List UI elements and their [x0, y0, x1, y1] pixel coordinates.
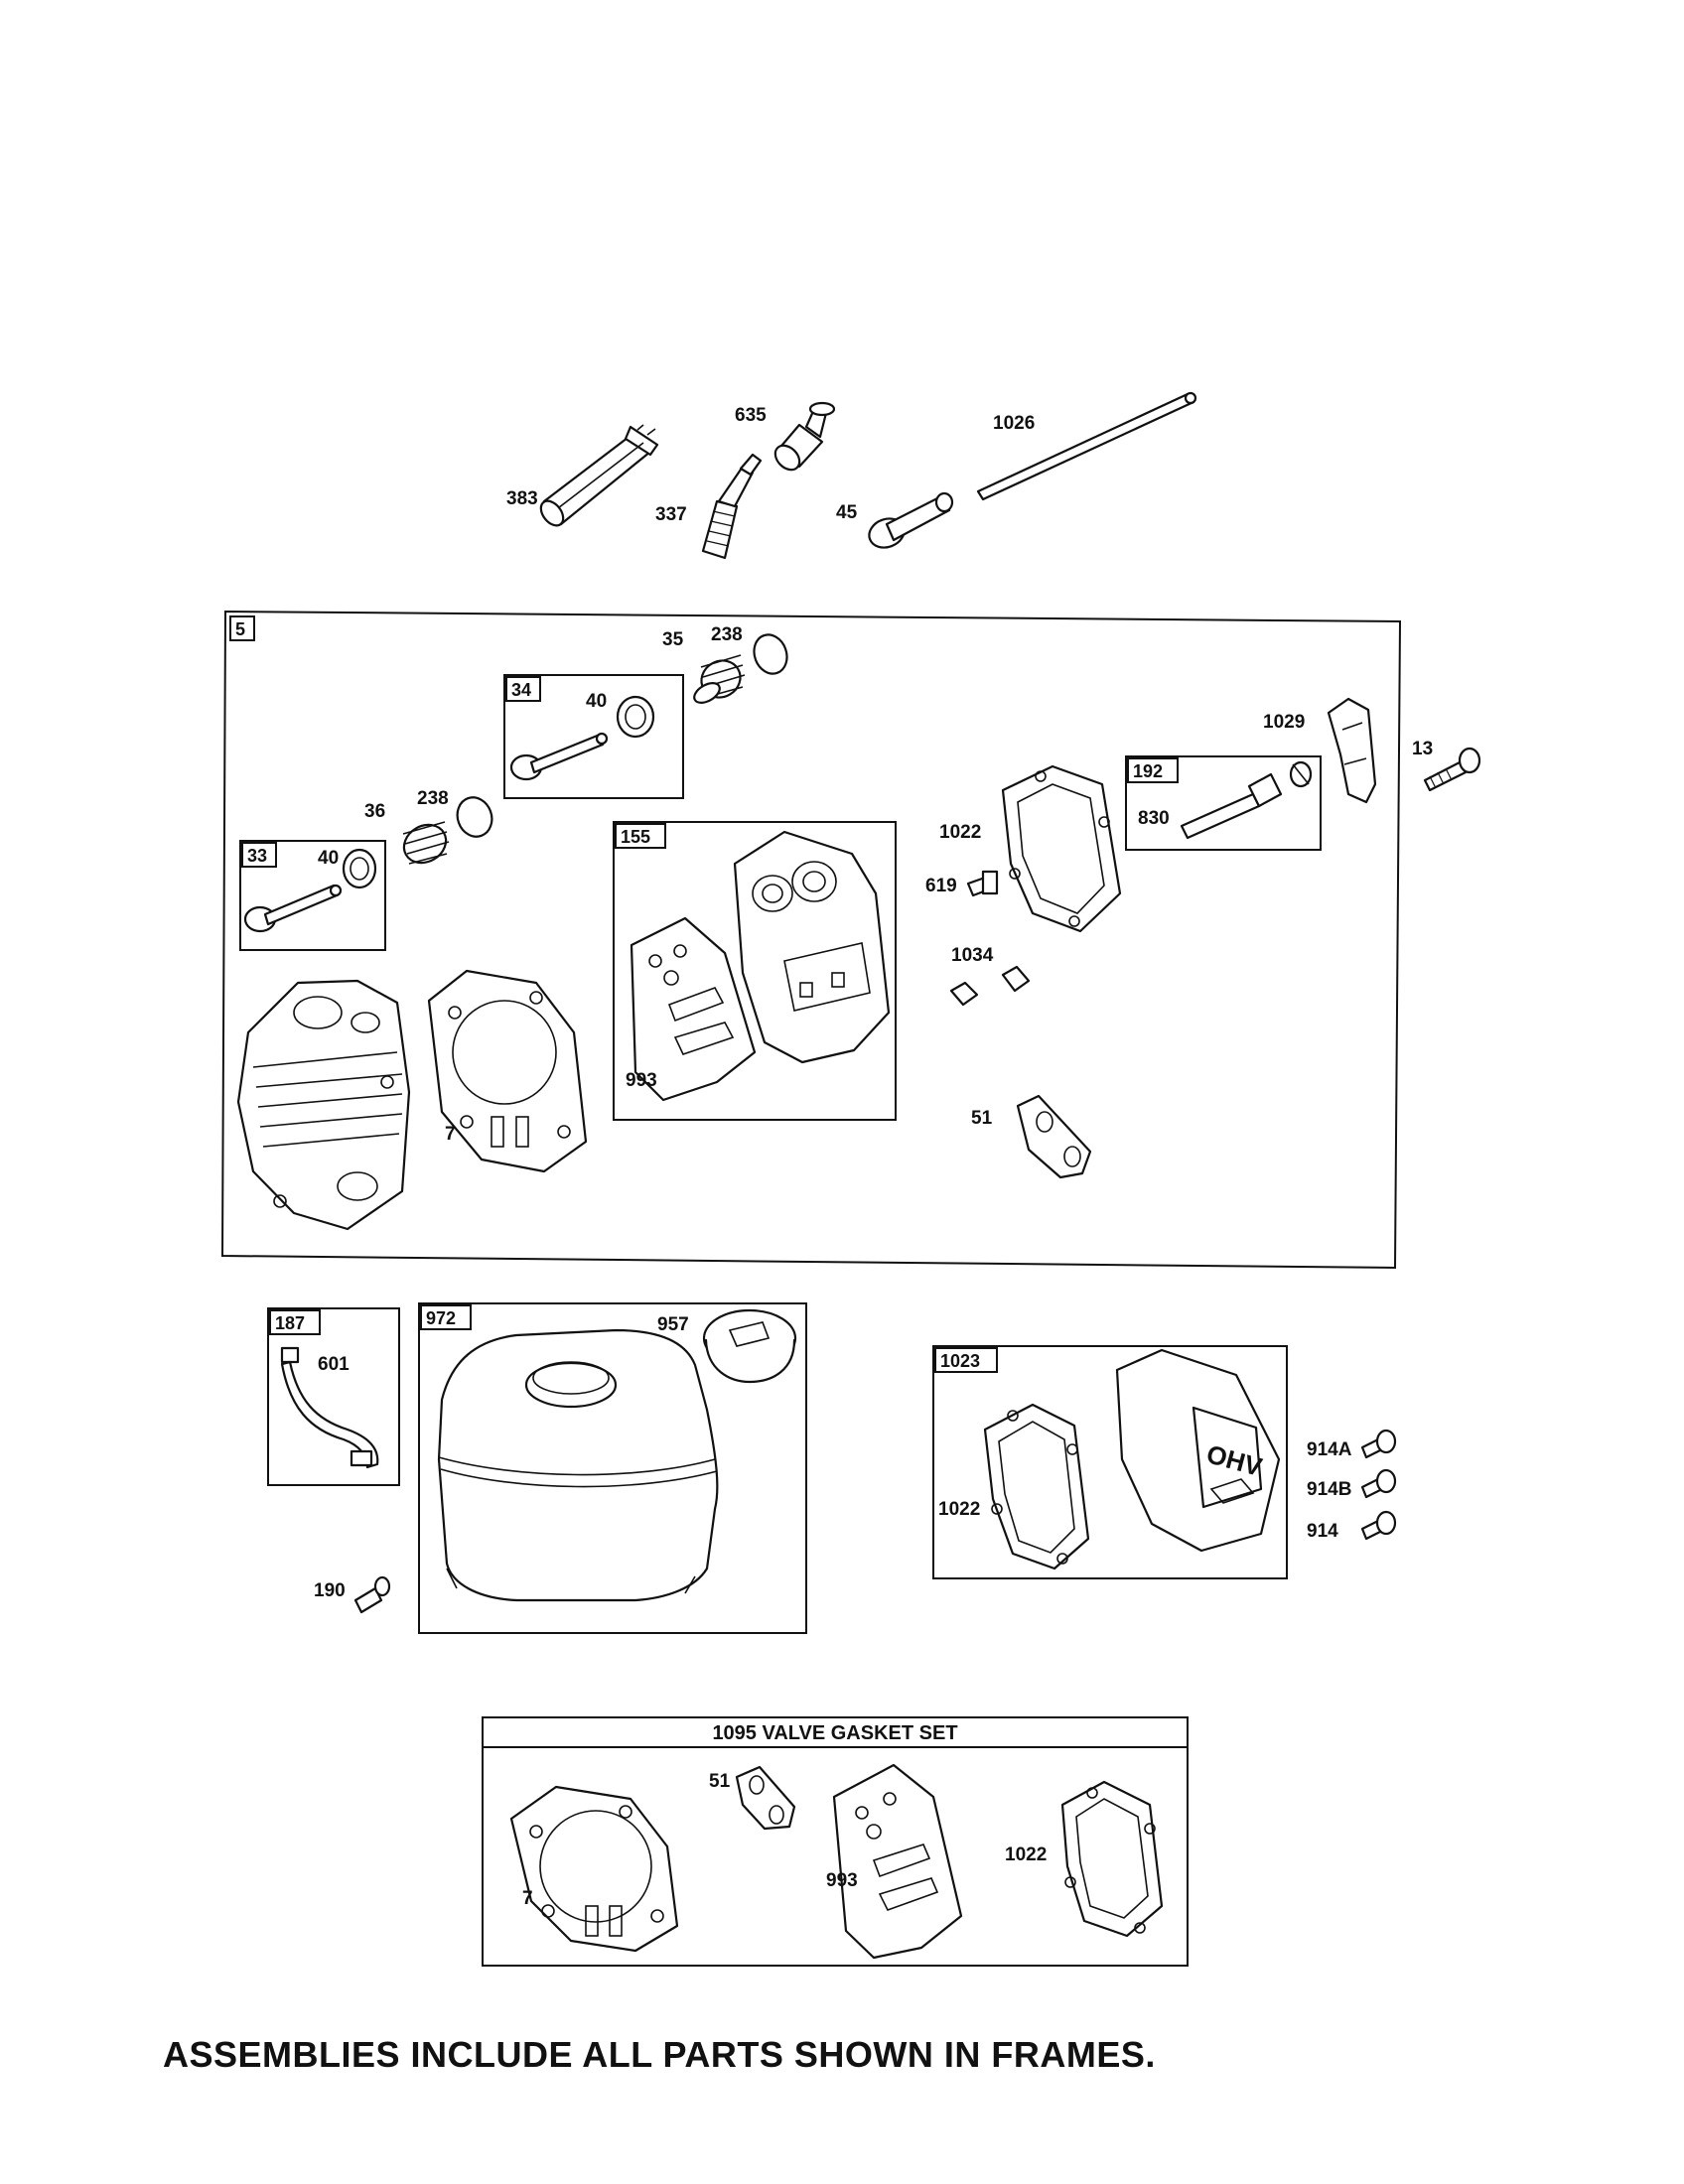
- label-51-upper: 51: [971, 1108, 993, 1129]
- part-957-fuel-cap: [702, 1308, 797, 1384]
- frame-972-label: 972: [426, 1308, 456, 1328]
- part-rocker-cover: OHV: [1115, 1348, 1281, 1553]
- frame-1095-gasket-set: [482, 1716, 1189, 1967]
- label-1034: 1034: [951, 945, 994, 966]
- frame-33: [239, 840, 386, 951]
- frame-972-tag: [420, 1304, 472, 1330]
- part-190-bolt: [353, 1575, 391, 1614]
- label-619: 619: [925, 876, 957, 896]
- label-1022-frame: 1022: [938, 1499, 980, 1520]
- part-1022-cover-gasket-frame: [983, 1403, 1090, 1570]
- label-7-set: 7: [522, 1888, 533, 1909]
- frame-155: [613, 821, 897, 1121]
- gasket-set-heading: 1095 VALVE GASKET SET: [712, 1722, 957, 1744]
- frame-1023-label: 1023: [940, 1351, 980, 1371]
- part-35-valve-spring: [693, 654, 746, 704]
- label-635: 635: [735, 405, 767, 426]
- label-993-set: 993: [826, 1870, 858, 1891]
- label-7-upper: 7: [445, 1124, 456, 1145]
- part-383-tube: [539, 424, 659, 527]
- label-40-lower: 40: [318, 848, 339, 869]
- frame-192-label: 192: [1133, 761, 1163, 781]
- label-13: 13: [1412, 739, 1433, 759]
- part-601-fuel-line: [280, 1346, 379, 1469]
- frame-187: [267, 1307, 400, 1486]
- part-914b-screw: [1360, 1468, 1397, 1499]
- part-1029-rocker-arm: [1327, 697, 1377, 804]
- part-13-bolt: [1423, 747, 1481, 792]
- label-36: 36: [364, 801, 385, 822]
- label-337: 337: [655, 504, 687, 525]
- label-830: 830: [1138, 808, 1170, 829]
- part-51-gasket-set: [735, 1765, 796, 1831]
- label-914a: 914A: [1307, 1439, 1352, 1460]
- part-635-fitting: [773, 401, 836, 472]
- label-1026: 1026: [993, 413, 1035, 434]
- frame-187-tag: [269, 1309, 321, 1335]
- frame-5-label: 5: [235, 619, 245, 639]
- label-238-lower: 238: [417, 788, 449, 809]
- part-fuel-tank: [437, 1328, 719, 1602]
- frame-192: [1125, 755, 1322, 851]
- part-1034-nuts: [949, 965, 1031, 1007]
- part-51-gasket: [1016, 1094, 1092, 1179]
- frame-33-label: 33: [247, 846, 267, 866]
- label-45: 45: [836, 502, 858, 523]
- label-238-upper: 238: [711, 624, 743, 645]
- frame-972: [418, 1302, 807, 1634]
- label-993-upper: 993: [626, 1070, 657, 1091]
- part-34-exhaust-valve: [509, 695, 655, 781]
- label-957: 957: [657, 1314, 689, 1335]
- footer-note: ASSEMBLIES INCLUDE ALL PARTS SHOWN IN FR…: [163, 2034, 1156, 2075]
- frame-155-tag: [615, 823, 666, 849]
- frame-187-label: 187: [275, 1313, 305, 1333]
- label-601: 601: [318, 1354, 350, 1375]
- part-1026-push-rod: [976, 391, 1197, 501]
- label-914: 914: [1307, 1521, 1338, 1542]
- part-7-head-gasket-set: [509, 1785, 679, 1953]
- part-830-adjusting-stud: [1180, 760, 1313, 840]
- label-383: 383: [506, 488, 538, 509]
- part-cylinder-head: [236, 979, 411, 1231]
- frame-1023: [932, 1345, 1288, 1579]
- part-238-keeper-upper: [753, 633, 788, 675]
- part-914a-screw: [1360, 1429, 1397, 1459]
- part-1022-cover-gasket: [1001, 764, 1122, 933]
- label-1022-upper: 1022: [939, 822, 981, 843]
- label-51-set: 51: [709, 1771, 731, 1792]
- part-238-keeper-lower: [456, 796, 493, 838]
- part-619-screw: [966, 870, 999, 897]
- frame-34: [503, 674, 684, 799]
- label-1022-set: 1022: [1005, 1844, 1047, 1865]
- part-36-valve-spring: [402, 821, 450, 865]
- part-1022-gasket-set: [1060, 1780, 1164, 1938]
- part-993-gasket-set: [832, 1763, 963, 1960]
- label-35: 35: [662, 629, 684, 650]
- label-914b: 914B: [1307, 1479, 1351, 1500]
- label-1029: 1029: [1263, 712, 1305, 733]
- part-45-tappet: [868, 491, 954, 549]
- part-337-spark-plug: [701, 453, 763, 560]
- frame-34-label: 34: [511, 680, 531, 700]
- frame-155-label: 155: [621, 827, 650, 847]
- part-7-head-gasket: [427, 969, 588, 1173]
- part-155-gasket-plate: [733, 830, 891, 1064]
- part-33-intake-valve: [243, 848, 377, 933]
- label-190: 190: [314, 1580, 346, 1601]
- frame-1023-tag: [934, 1347, 998, 1373]
- frame-192-tag: [1127, 757, 1179, 783]
- part-993-breather-gasket: [630, 916, 757, 1102]
- part-914-screw: [1360, 1510, 1397, 1541]
- frame-33-tag: [241, 842, 277, 868]
- frame-34-tag: [505, 676, 541, 702]
- label-40-upper: 40: [586, 691, 607, 712]
- frame-5-tag: [229, 615, 255, 641]
- frame-5: [220, 610, 1402, 1270]
